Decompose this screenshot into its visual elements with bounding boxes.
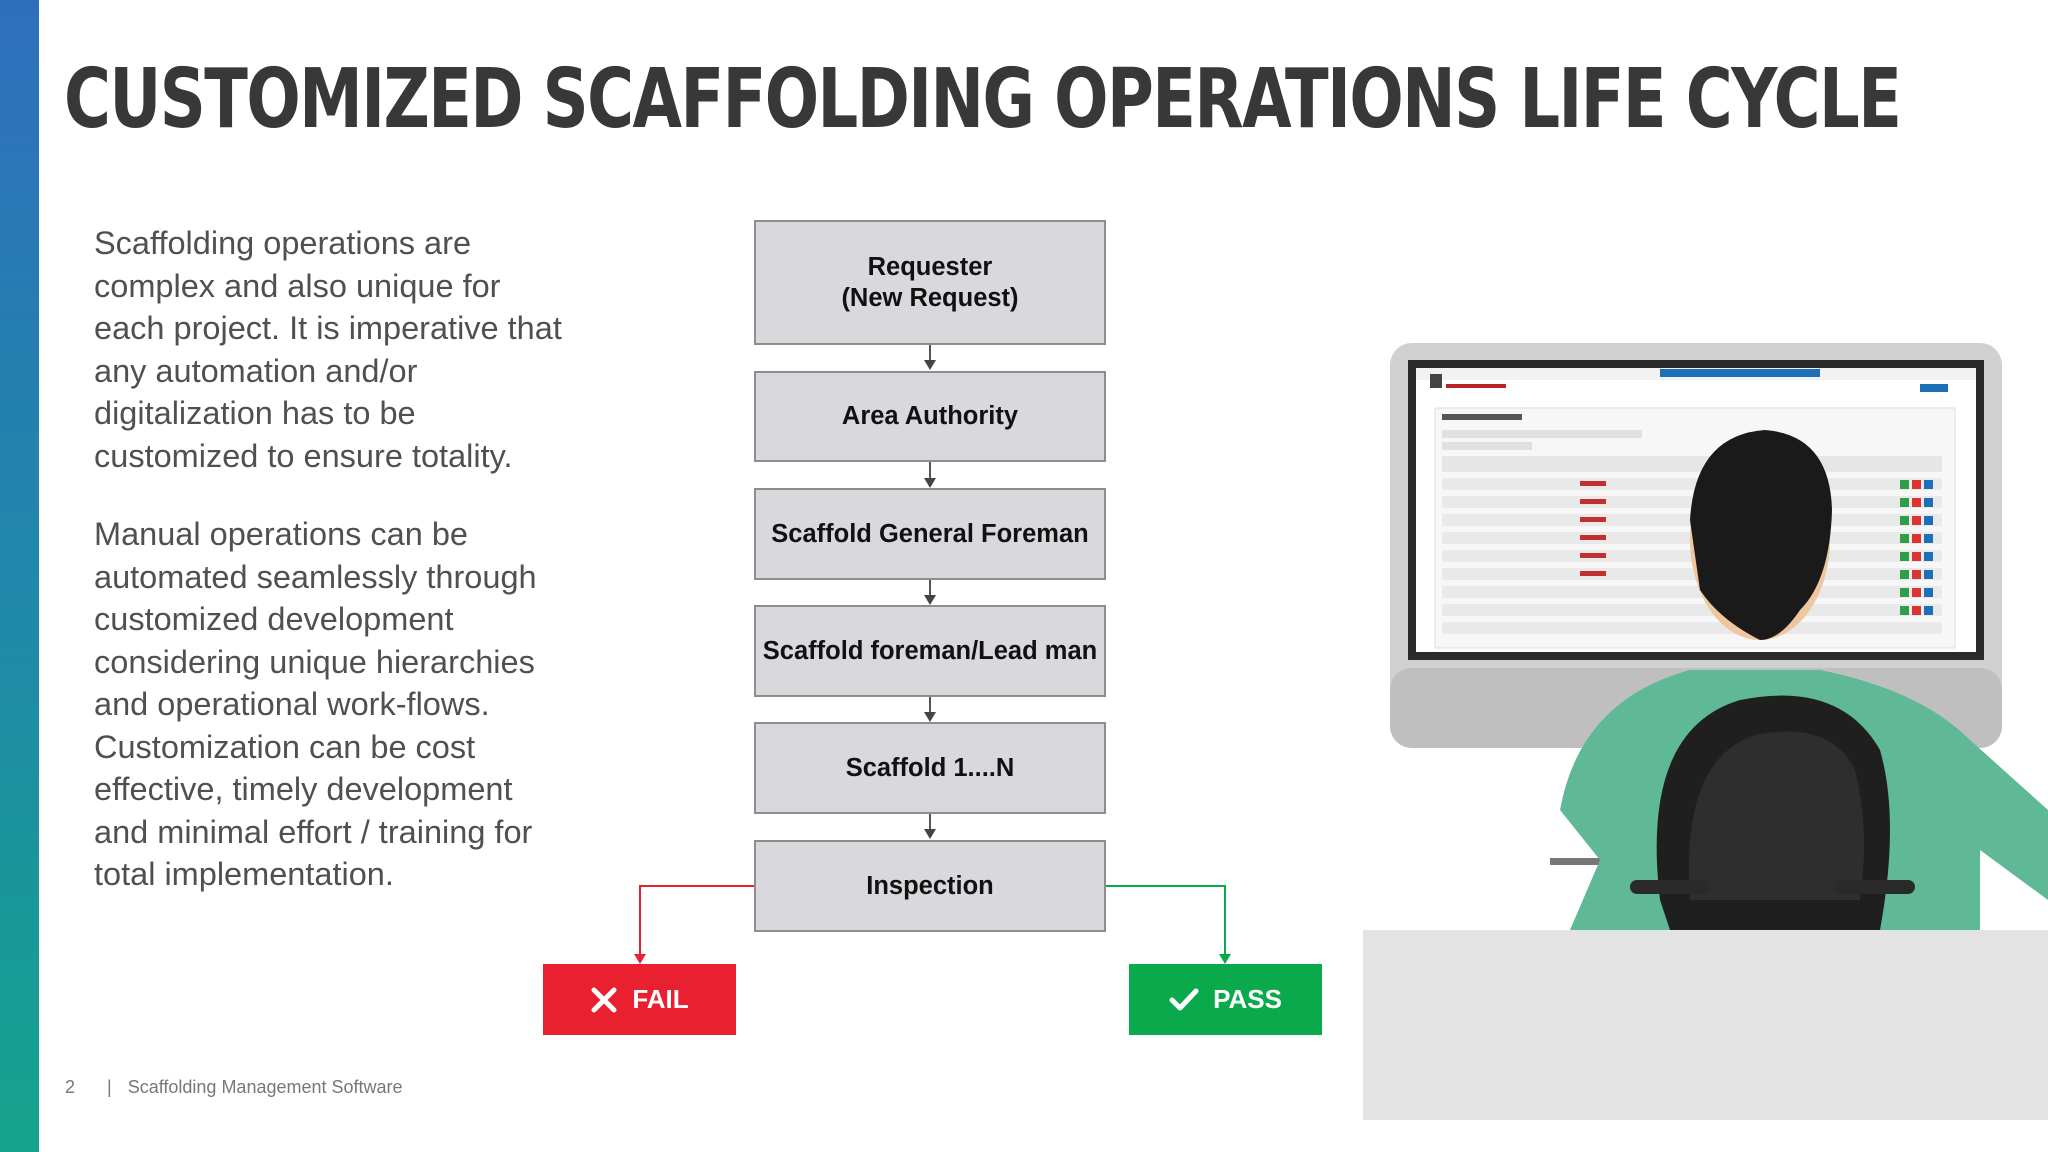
- pass-branch-arrowhead: [1219, 954, 1231, 964]
- arrow-down-icon: [924, 829, 936, 839]
- fail-branch-line: [639, 885, 754, 956]
- footer-separator: |: [107, 1077, 112, 1097]
- chair-arm-right: [1835, 880, 1915, 894]
- fail-outcome: FAIL: [543, 964, 736, 1035]
- page-title: CUSTOMIZED SCAFFOLDING OPERATIONS LIFE C…: [64, 52, 1902, 147]
- user-at-computer-illustration: [1363, 343, 2048, 1120]
- flow-connector: [929, 814, 931, 831]
- flow-connector: [929, 462, 931, 480]
- pass-outcome: PASS: [1129, 964, 1322, 1035]
- page-number: 2: [65, 1077, 76, 1097]
- person-hair: [1690, 430, 1832, 640]
- fail-label: FAIL: [632, 984, 689, 1014]
- flow-step-general-foreman: Scaffold General Foreman: [754, 488, 1106, 580]
- arrow-down-icon: [924, 478, 936, 488]
- arrow-down-icon: [924, 595, 936, 605]
- desk: [1363, 930, 2048, 1120]
- footer-label: Scaffolding Management Software: [127, 1077, 403, 1097]
- description-paragraph-1: Scaffolding operations are complex and a…: [94, 225, 562, 474]
- arrow-down-icon: [924, 712, 936, 722]
- flow-connector: [929, 697, 931, 714]
- check-icon: [1169, 988, 1199, 1010]
- flow-step-inspection: Inspection: [754, 840, 1106, 932]
- flow-connector: [929, 580, 931, 597]
- flow-step-scaffold-n: Scaffold 1....N: [754, 722, 1106, 814]
- pass-branch-line: [1106, 885, 1226, 956]
- slide-footer: 2 | Scaffolding Management Software: [65, 1077, 403, 1098]
- close-icon: [591, 987, 617, 1012]
- side-accent-bar: [0, 0, 39, 1152]
- flow-step-requester: Requester (New Request): [754, 220, 1106, 345]
- flow-step-area-authority: Area Authority: [754, 371, 1106, 462]
- keyboard-edge: [1550, 858, 1640, 865]
- description-paragraph-2: Manual operations can be automated seaml…: [94, 516, 537, 892]
- fail-branch-arrowhead: [634, 954, 646, 964]
- chair-arm-left: [1630, 880, 1710, 894]
- flow-connector: [929, 345, 931, 362]
- arrow-down-icon: [924, 360, 936, 370]
- pass-label: PASS: [1213, 984, 1282, 1014]
- flow-step-foreman-lead: Scaffold foreman/Lead man: [754, 605, 1106, 697]
